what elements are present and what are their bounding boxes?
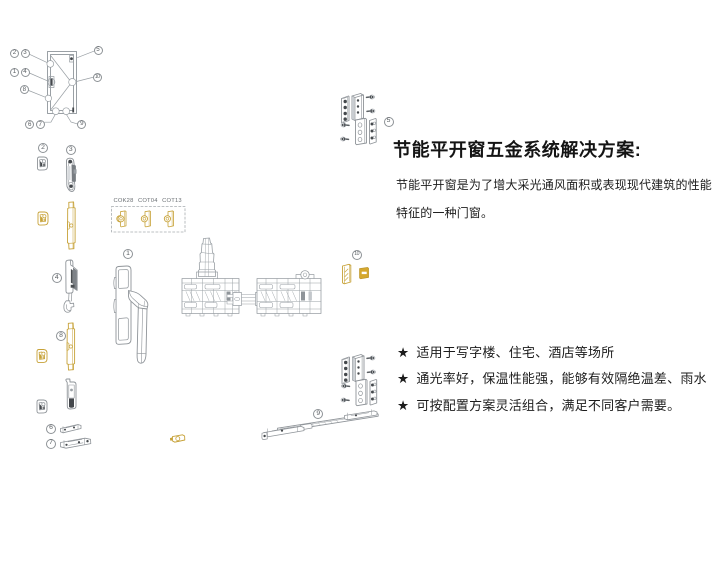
star-icon: ★ (397, 397, 410, 414)
profile-cross-section (181, 237, 322, 317)
part-label-1-number: 1 (126, 249, 130, 257)
part-label-4: 4 (51, 273, 62, 283)
options-box (111, 206, 186, 233)
feature-item: ★ 适用于写字楼、住宅、酒店等场所 (397, 340, 725, 366)
schematic-callout-9: 9 (77, 119, 87, 129)
star-icon: ★ (397, 345, 410, 361)
part-4-corner-drive (63, 259, 78, 313)
part-label-5: 5 (383, 116, 394, 127)
part-label-2-number: 2 (41, 143, 45, 151)
feature-item-text: 通光率好，保温性能强，能够有效隔绝温差、雨水 (416, 371, 707, 387)
part-gold-clip (170, 434, 186, 443)
part-6-stay-short (60, 424, 82, 434)
schematic-callout-4-number: 4 (23, 68, 27, 76)
product-code-1: COK28 (113, 198, 134, 204)
schematic-callout-6-number: 6 (27, 120, 32, 128)
part-label-9: 9 (313, 409, 324, 419)
schematic-callout-5: 5 (93, 46, 103, 55)
part-label-2: 2 (38, 143, 48, 154)
feature-list: ★ 适用于写字楼、住宅、酒店等场所 ★ 通光率好，保温性能强，能够有效隔绝温差、雨水… (397, 340, 725, 419)
part-10-gold-sliders (342, 263, 369, 285)
feature-item: ★ 可按配置方案灵活组合，满足不同客户需要。 (397, 393, 725, 419)
part-label-10: 10 (351, 250, 362, 260)
part-metal-keeper-b (36, 399, 48, 414)
part-label-3: 3 (65, 145, 76, 155)
part-label-9-number: 9 (316, 409, 321, 417)
window-schematic (28, 50, 95, 125)
star-icon: ★ (397, 371, 410, 388)
schematic-callout-10-number: 10 (94, 73, 100, 80)
schematic-callout-10: 10 (92, 73, 102, 82)
part-3-lock-point (65, 157, 77, 192)
part-label-3-number: 3 (68, 145, 73, 153)
part-8-gold-bar (66, 322, 76, 371)
schematic-callout-9-number: 9 (80, 120, 84, 128)
part-gold-bar-a (67, 201, 76, 250)
part-5-hinge-assembly (341, 94, 377, 145)
product-code-2: COT04 (137, 198, 158, 204)
part-label-4-number: 4 (54, 273, 59, 281)
part-9-friction-stay (261, 409, 379, 440)
feature-item-text: 适用于写字楼、住宅、酒店等场所 (416, 345, 615, 360)
part-hinge-assembly-lower (341, 355, 377, 406)
part-label-8: 8 (56, 331, 66, 341)
schematic-callout-4: 4 (20, 68, 30, 77)
schematic-callout-1: 1 (10, 68, 19, 77)
schematic-callout-2: 2 (10, 49, 19, 58)
part-label-6-number: 6 (49, 424, 53, 432)
part-gold-keeper-a (37, 211, 49, 226)
schematic-callout-7-number: 7 (38, 120, 42, 128)
part-label-7-number: 7 (49, 439, 53, 447)
schematic-callout-8: 8 (19, 85, 29, 95)
schematic-callout-8-number: 8 (22, 85, 27, 93)
schematic-callout-3: 3 (20, 49, 30, 58)
page-title: 节能平开窗五金系统解决方案: (393, 140, 642, 160)
schematic-callout-3-number: 3 (23, 49, 27, 57)
schematic-callout-1-number: 1 (12, 68, 17, 76)
part-label-5-number: 5 (386, 117, 391, 125)
schematic-callout-7: 7 (35, 120, 45, 130)
product-code-3: COT13 (162, 198, 182, 204)
part-7-stay-long (60, 437, 92, 449)
part-label-10-number: 10 (354, 251, 360, 258)
part-label-1: 1 (123, 249, 133, 259)
part-2-keeper (37, 156, 48, 171)
intro-paragraph: 节能平开窗是为了增大采光通风面积或表现现代建筑的性能特征的一种门窗。 (396, 177, 712, 221)
feature-item: ★ 通光率好，保温性能强，能够有效隔绝温差、雨水 (397, 366, 725, 392)
schematic-callout-5-number: 5 (96, 46, 100, 54)
feature-item-text: 可按配置方案灵活组合，满足不同客户需要。 (416, 397, 681, 413)
part-label-8-number: 8 (59, 331, 63, 339)
part-gold-keeper-b (36, 349, 48, 364)
part-1-handle (113, 265, 149, 364)
part-metal-latch (65, 378, 77, 410)
part-label-6: 6 (46, 423, 56, 434)
schematic-callout-2-number: 2 (12, 49, 17, 57)
schematic-callout-6: 6 (25, 120, 35, 130)
part-label-7: 7 (46, 438, 56, 449)
